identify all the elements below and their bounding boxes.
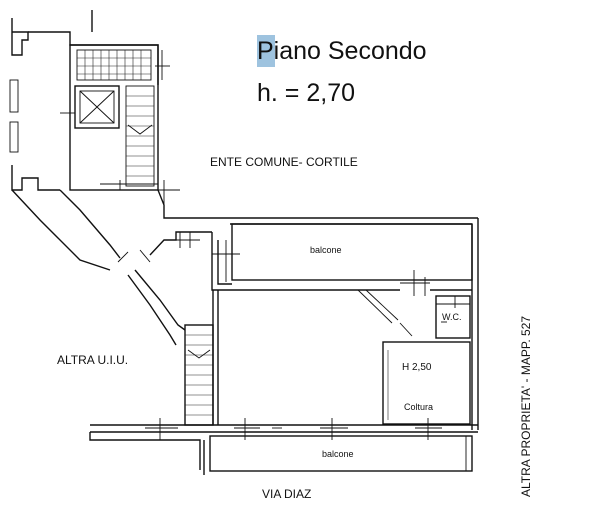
height-label: h. = 2,70: [257, 79, 355, 107]
loft-name-label: Coltura: [404, 402, 433, 412]
street-label: VIA DIAZ: [262, 487, 311, 501]
other-unit-label: ALTRA U.I.U.: [57, 353, 128, 367]
title-highlight: [257, 35, 275, 67]
unit-walls: [11, 189, 479, 475]
stair-block: [9, 10, 180, 205]
loft-height-label: H 2,50: [402, 362, 432, 373]
balcone-bottom-label: balcone: [322, 449, 354, 459]
wc-label: W.C.: [442, 312, 462, 322]
common-area-label: ENTE COMUNE- CORTILE: [210, 155, 358, 169]
plan-title: Piano Secondo: [257, 37, 427, 65]
other-property-label: ALTRA PROPRIETA' - MAPP. 527: [519, 316, 533, 497]
balcone-top-label: balcone: [310, 245, 342, 255]
